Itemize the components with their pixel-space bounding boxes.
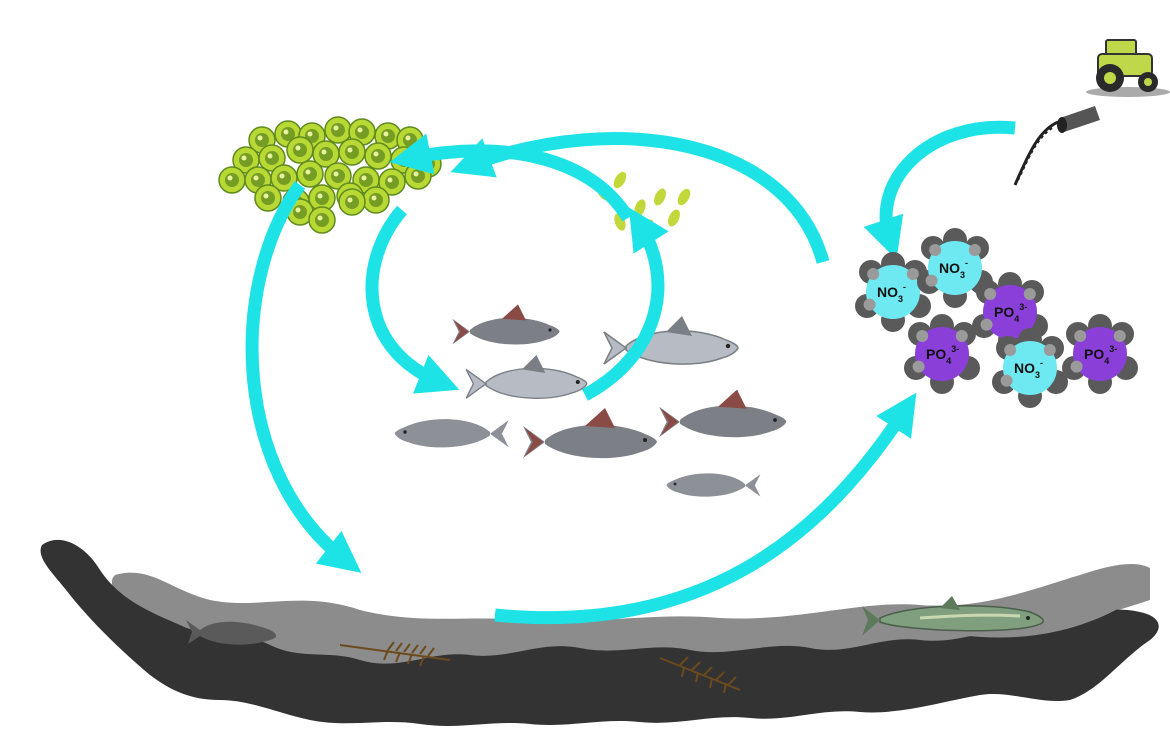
fish-icon [465, 355, 588, 399]
algae-cell [362, 186, 390, 214]
algae-cell [324, 162, 352, 190]
tractor-icon [1086, 39, 1170, 97]
arrow-nutrients-to-algae [450, 132, 830, 264]
fish-icon [452, 304, 560, 345]
fish-icon [603, 316, 739, 365]
cycle-arrows [245, 120, 1016, 625]
nitrate-ion: NO3- [917, 228, 993, 308]
algae-cluster-icon [218, 116, 442, 234]
phosphate-ion: PO43- [972, 272, 1048, 352]
algae-cell [270, 164, 298, 192]
arrow-algae-to-sediment [245, 181, 362, 573]
arrow-sediment-to-nutrients [494, 392, 917, 625]
fish-icon [666, 473, 761, 497]
aquatic-plant-left [339, 641, 451, 667]
algae-cell [312, 140, 340, 168]
arrow-seeds-to-algae [389, 133, 634, 222]
lake-sediment [40, 539, 1159, 726]
algae-cell [286, 136, 314, 164]
algae-cell [338, 138, 366, 166]
algae-cell [258, 144, 286, 172]
nitrate-ion: NO3- [992, 328, 1068, 408]
ion-formula: PO43- [1084, 344, 1117, 366]
arrow-runoff-to-nutrients [863, 120, 1016, 260]
phosphate-ion: PO43- [1062, 314, 1138, 394]
algae-cell [308, 206, 336, 234]
algae-cell [296, 160, 324, 188]
algae-cell [324, 116, 352, 144]
ion-formula: PO43- [994, 302, 1027, 324]
ion-formula: PO43- [926, 344, 959, 366]
nutrient-ions: NO3- NO3- PO43- PO43- NO3- PO43- [855, 228, 1138, 408]
phosphate-ion: PO43- [904, 314, 980, 394]
algae-cell [254, 184, 282, 212]
algae-cell [218, 166, 246, 194]
sediment-fish-silhouette [186, 620, 276, 645]
ion-formula: NO3- [939, 258, 968, 280]
arrow-algae-to-fish [365, 205, 460, 394]
nitrate-ion: NO3- [855, 252, 931, 332]
algae-cell [364, 142, 392, 170]
ion-formula: NO3- [1014, 358, 1043, 380]
algae-cell [338, 188, 366, 216]
pike-icon [862, 596, 1044, 636]
algae-cell [308, 184, 336, 212]
fish-school [394, 304, 787, 497]
fish-icon [659, 389, 787, 438]
runoff-pipe-icon [1013, 106, 1100, 186]
algae-cell [404, 162, 432, 190]
fish-icon [394, 419, 509, 448]
arrow-fish-to-algae [581, 207, 669, 401]
sediment-dark-layer [40, 539, 1159, 726]
algae-cell [348, 118, 376, 146]
fish-icon [523, 408, 657, 459]
aquatic-plant-right [659, 656, 741, 694]
ion-formula: NO3- [877, 282, 906, 304]
